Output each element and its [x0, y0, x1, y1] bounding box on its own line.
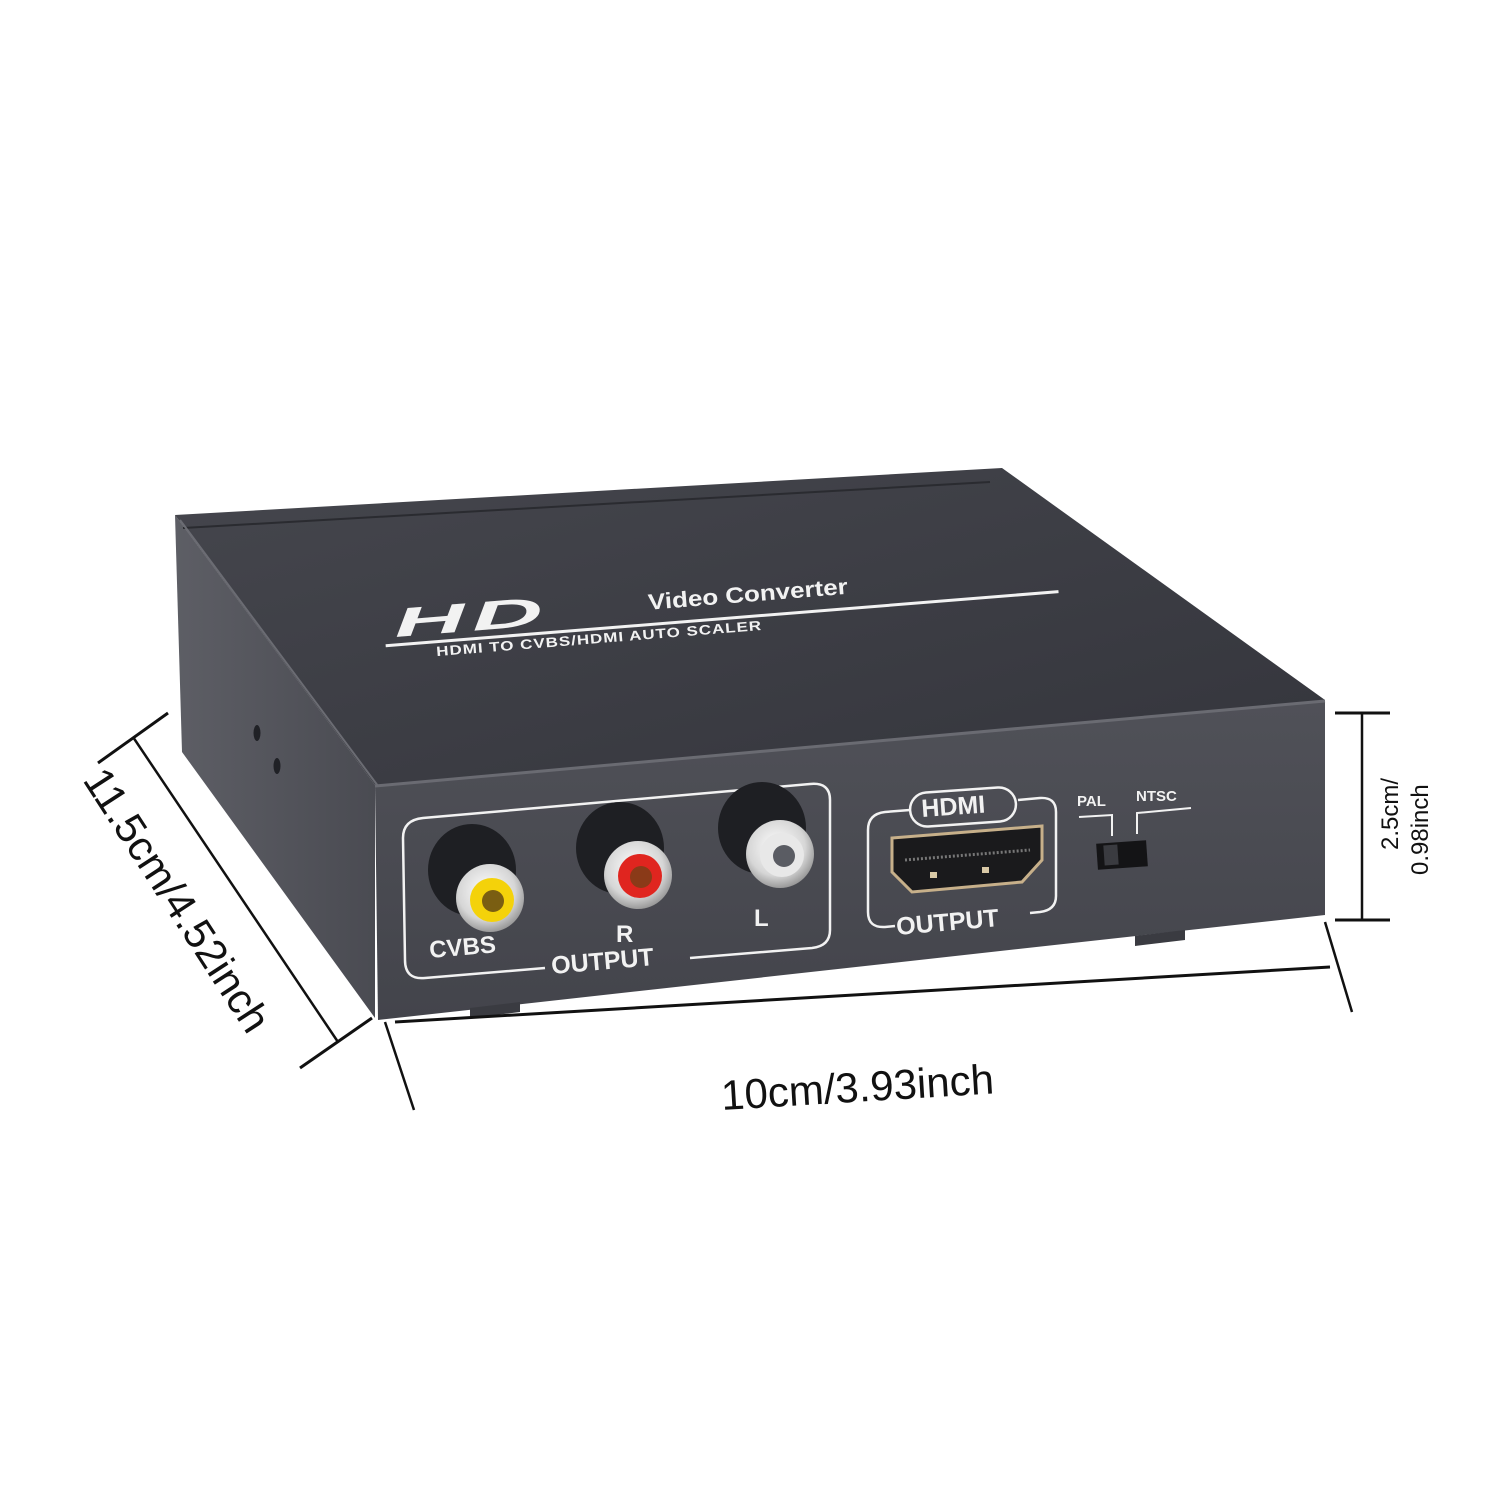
hdmi-badge-label: HDMI [920, 791, 986, 823]
dimension-height: 2.5cm/ 0.98inch [1335, 711, 1434, 922]
converter-box [175, 468, 1326, 1020]
hdmi-badge-outline [908, 786, 1018, 828]
top-rear-lip [182, 481, 991, 529]
box-front-face [375, 700, 1325, 1020]
switch-label-pal: PAL [1077, 793, 1106, 810]
top-left-fold [179, 519, 379, 787]
rca-label-left: L [754, 905, 769, 932]
width-label: 10cm/3.93inch [720, 1055, 996, 1119]
pal-bracket [1078, 813, 1113, 836]
logo-underline [385, 590, 1059, 648]
ntsc-bracket [1136, 807, 1192, 834]
side-screw-hole [253, 725, 261, 741]
hdmi-pins [904, 848, 1031, 862]
box-top-face [175, 468, 1325, 785]
height-label-line1: 2.5cm/ [1377, 778, 1404, 850]
pal-ntsc-switch-group: PAL NTSC [1077, 788, 1192, 870]
rca-label-cvbs: CVBS [428, 931, 497, 964]
switch-label-ntsc: NTSC [1136, 788, 1177, 805]
rca-jack-right[interactable] [576, 802, 672, 909]
height-label-line2: 0.98inch [1407, 784, 1434, 875]
rca-output-group: OUTPUT CVBS R [401, 782, 832, 980]
rca-label-right: R [616, 921, 633, 948]
rca-jack-cvbs[interactable] [428, 824, 524, 932]
rca-group-frame [401, 782, 832, 980]
side-screw-hole [273, 758, 281, 774]
hdmi-group-frame [866, 796, 1058, 929]
pal-ntsc-toggle[interactable] [1096, 840, 1148, 870]
hdmi-port[interactable] [890, 824, 1044, 894]
rca-jack-left[interactable] [718, 782, 814, 888]
foot [1135, 930, 1185, 946]
front-top-edge [374, 699, 1326, 788]
foot [470, 1002, 520, 1018]
